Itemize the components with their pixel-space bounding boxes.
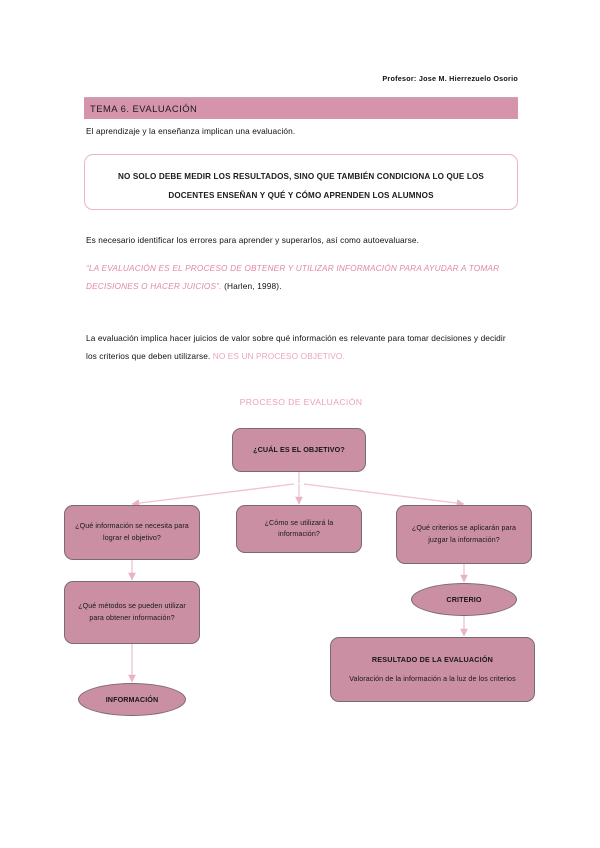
flow-node-how-used[interactable]: ¿Cómo se utilizará la información?	[236, 505, 362, 553]
callout-text: NO SOLO DEBE MEDIR LOS RESULTADOS, SINO …	[118, 172, 484, 200]
flow-node-criterion[interactable]: CRITERIO	[411, 583, 517, 616]
connector-objective-to-info	[131, 483, 295, 507]
connector-objective-to-criteria	[303, 483, 465, 507]
judgement-text: La evaluación implica hacer juicios de v…	[86, 333, 506, 361]
flow-node-objective[interactable]: ¿CUÁL ES EL OBJETIVO?	[232, 428, 366, 472]
professor-header: Profesor: Jose M. Hierrezuelo Osorio	[382, 74, 518, 83]
flow-node-methods[interactable]: ¿Qué métodos se pueden utilizar para obt…	[64, 581, 200, 644]
flow-node-result-heading: RESULTADO DE LA EVALUACIÓN	[371, 654, 494, 664]
diagram-title: PROCESO DE EVALUACIÓN	[239, 397, 363, 407]
flow-node-result[interactable]: RESULTADO DE LA EVALUACIÓN Valoración de…	[330, 637, 535, 702]
judgement-accent: NO ES UN PROCESO OBJETIVO.	[212, 351, 345, 361]
judgement-paragraph: La evaluación implica hacer juicios de v…	[86, 329, 518, 365]
quote-source: (Harlen, 1998).	[224, 281, 282, 291]
flow-node-info-needed[interactable]: ¿Qué información se necesita para lograr…	[64, 505, 200, 560]
page-title: TEMA 6. EVALUACIÓN	[90, 103, 198, 114]
flow-node-criteria-applied[interactable]: ¿Qué criterios se aplicarán para juzgar …	[396, 505, 532, 564]
intro-paragraph: El aprendizaje y la enseñanza implican u…	[86, 126, 296, 136]
callout-box: NO SOLO DEBE MEDIR LOS RESULTADOS, SINO …	[84, 154, 518, 210]
flow-node-information[interactable]: INFORMACIÓN	[78, 683, 186, 716]
quote-text: “LA EVALUACIÓN ES EL PROCESO DE OBTENER …	[86, 263, 500, 291]
errors-paragraph: Es necesario identificar los errores par…	[86, 235, 420, 245]
harlen-quote: “LA EVALUACIÓN ES EL PROCESO DE OBTENER …	[86, 259, 518, 295]
flow-node-result-body: Valoración de la información a la luz de…	[349, 675, 516, 683]
section-title-band: TEMA 6. EVALUACIÓN	[84, 97, 518, 119]
